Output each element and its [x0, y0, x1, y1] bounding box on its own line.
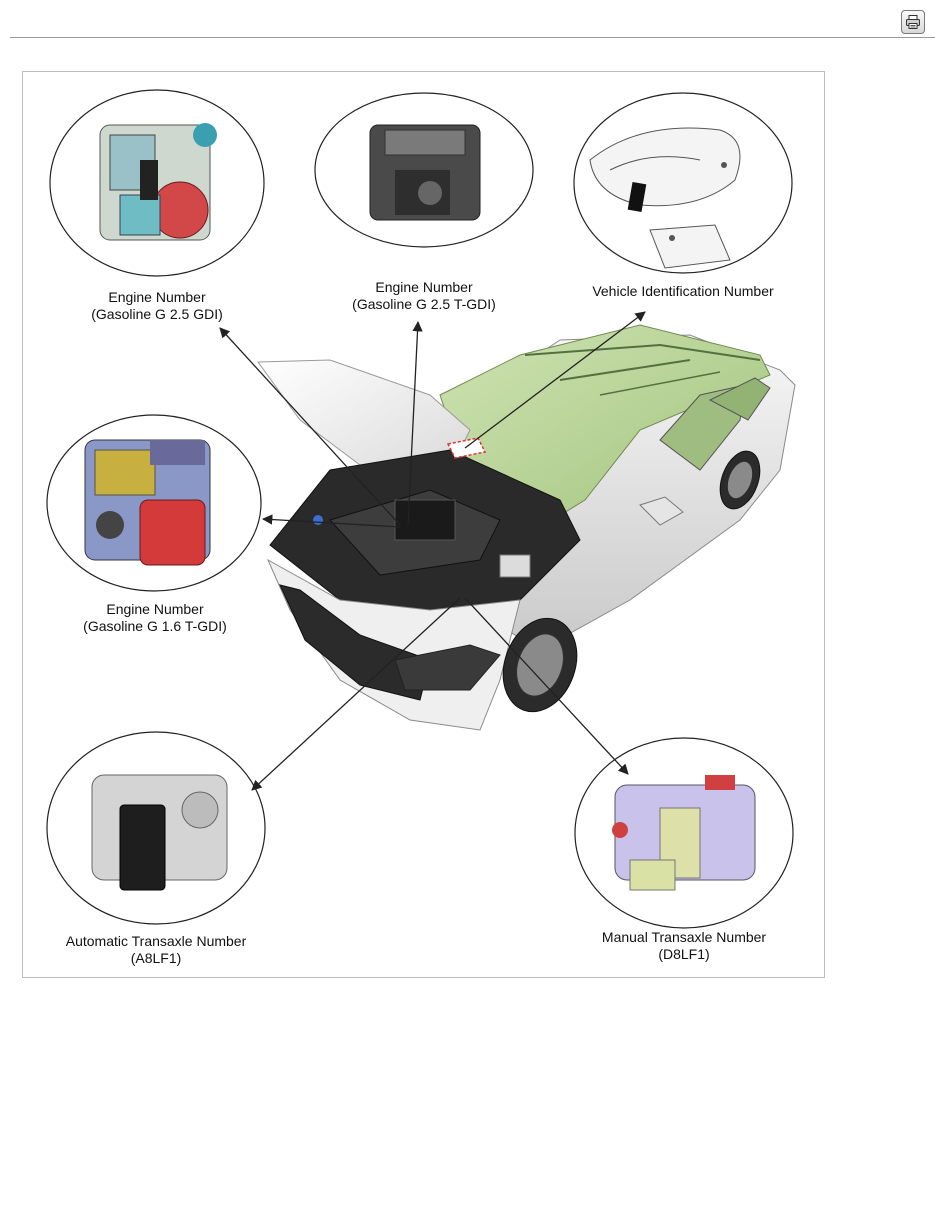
manual-transaxle-callout	[574, 737, 794, 929]
automatic-transaxle-callout	[46, 731, 266, 925]
toolbar-divider	[10, 37, 935, 38]
label-engine-g25-tgdi: Engine Number (Gasoline G 2.5 T-GDI)	[352, 279, 496, 312]
arrow-vin	[464, 311, 646, 449]
arrow-engine-g16-tgdi	[261, 514, 401, 528]
vin-location-marker	[446, 437, 487, 459]
leader-arrows	[219, 311, 646, 791]
top-toolbar	[0, 0, 935, 40]
vin-plate-marker	[627, 181, 647, 213]
label-vin: Vehicle Identification Number	[592, 283, 774, 299]
print-button[interactable]	[901, 10, 925, 34]
engine-g16-tgdi-callout	[46, 414, 262, 592]
engine-g25-tgdi-callout	[314, 92, 534, 248]
label-engine-g16-tgdi: Engine Number (Gasoline G 1.6 T-GDI)	[83, 601, 227, 634]
vehicle-illustration	[257, 324, 796, 731]
label-automatic-transaxle: Automatic Transaxle Number (A8LF1)	[65, 933, 247, 966]
arrow-engine-g25-gdi	[219, 327, 401, 526]
engine-g25-gdi-callout	[49, 89, 265, 277]
arrow-manual-transaxle	[464, 597, 629, 775]
vin-location-callout	[573, 92, 793, 274]
label-engine-g25-gdi: Engine Number (Gasoline G 2.5 GDI)	[91, 289, 223, 322]
label-manual-transaxle: Manual Transaxle Number (D8LF1)	[601, 929, 767, 962]
arrow-engine-g25-tgdi	[407, 320, 423, 526]
printer-icon	[906, 15, 920, 29]
arrow-automatic-transaxle	[251, 597, 461, 791]
